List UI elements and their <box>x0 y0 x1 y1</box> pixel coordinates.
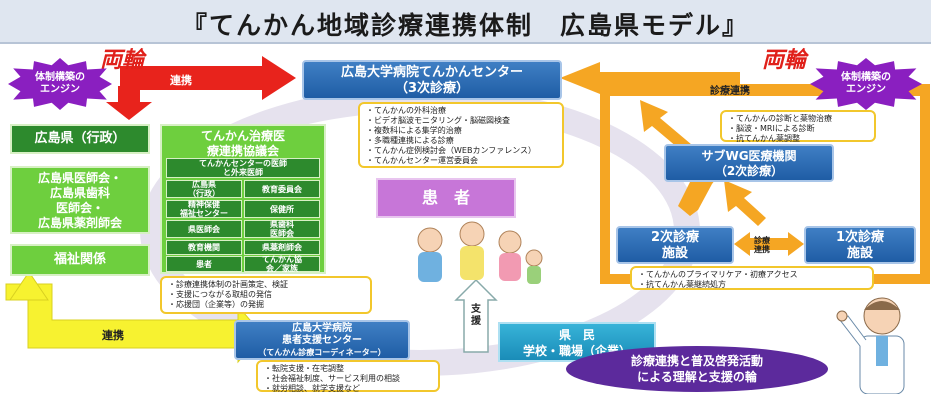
shinryo-renkei-top-label: 診療連携 <box>710 86 750 97</box>
patient-box: 患 者 <box>376 178 516 218</box>
left-ryorin-label: 両輪 <box>100 48 145 73</box>
epilepsy-center-box: 広島大学病院てんかんセンター （3次診療） <box>302 60 562 100</box>
doctor-illustration <box>836 297 905 394</box>
right-ryorin-label: 両輪 <box>762 48 807 73</box>
family-illustration <box>417 221 543 284</box>
patient-support-notes: ・転院支援・在宅調整 ・社会福祉制度、サービス利用の相談 ・就労相談、就学支援な… <box>256 360 440 393</box>
shien-arrow <box>454 278 498 353</box>
primary-care-notes: ・てんかんのプライマリケア・初療アクセス ・抗てんかん薬継続処方 <box>630 266 874 290</box>
sub-wg-notes: ・てんかんの診断と薬物治療 ・脳波・MRIによる診断 ・抗てんかん薬調整 <box>720 110 876 143</box>
renkei-down-arrow <box>106 86 152 120</box>
fukushi-box: 福祉関係 <box>10 244 150 276</box>
council-title: てんかん治療医 療連携協議会 <box>200 129 285 158</box>
shien-label: 支援 <box>471 304 481 327</box>
council-cell-patient: 患者 <box>166 256 242 272</box>
shinryo-renkei-left-arrow <box>640 100 698 158</box>
gyosei-box: 広島県（行政） <box>10 124 150 154</box>
renkei-bottom-arrow-head <box>9 271 49 301</box>
patient-support-center-box: 広島大学病院 患者支援センター （てんかん診療コーディネーター） <box>234 320 410 360</box>
shinryo-renkei-bottom-arrow <box>734 232 804 256</box>
council-cell-center-doctors: てんかんセンターの医師と外来医師 <box>166 158 320 178</box>
council-cell-mental-health: 精神保健福祉センター <box>166 200 242 218</box>
renkei-top-label: 連携 <box>170 74 192 87</box>
renkei-top-arrow <box>120 56 296 100</box>
shinryo-renkei-bottom-label: 診療連携 <box>754 236 770 254</box>
council-cell-education-inst: 教育機関 <box>166 240 242 255</box>
council-cell-health-center: 保健所 <box>244 200 320 218</box>
niji-box: 2次診療 施設 <box>616 226 734 264</box>
council-cell-epilepsy-assoc: てんかん協会／家族 <box>244 255 320 273</box>
council-cell-pharmacist-assoc: 県薬剤師会 <box>244 240 320 255</box>
renkei-bottom-label: 連携 <box>102 329 124 342</box>
ichiji-box: 1次診療 施設 <box>804 226 916 264</box>
council-cell-prefecture: 広島県（行政） <box>166 180 242 198</box>
council-notes: ・診療連携体制の計画策定、検証 ・支援につながる取組の発信 ・応援団（企業等）の… <box>160 276 372 314</box>
council-cell-medical-assoc: 県医師会 <box>166 220 242 238</box>
ishikai-box: 広島県医師会・ 広島県歯科 医師会・ 広島県薬剤師会 <box>10 166 150 234</box>
title-bar <box>0 0 931 44</box>
shinryo-renkei-top-arrow <box>560 62 740 94</box>
page-title: 『てんかん地域診療連携体制 広島県モデル』 <box>181 11 749 40</box>
council-cell-dental-assoc: 県歯科医師会 <box>244 220 320 238</box>
awareness-bubble: 診療連携と普及啓発活動 による理解と支援の輪 <box>566 346 828 392</box>
council-cell-education-board: 教育委員会 <box>244 180 320 198</box>
shinryo-renkei-right-arrow <box>724 180 766 226</box>
shinryo-renkei-lower-arrow <box>678 176 718 216</box>
sub-wg-box: サブWG医療機関 （2次診療） <box>664 144 834 182</box>
epilepsy-center-notes: ・てんかんの外科治療 ・ビデオ脳波モニタリング・脳磁図検査 ・複数科による集学的… <box>358 102 564 168</box>
